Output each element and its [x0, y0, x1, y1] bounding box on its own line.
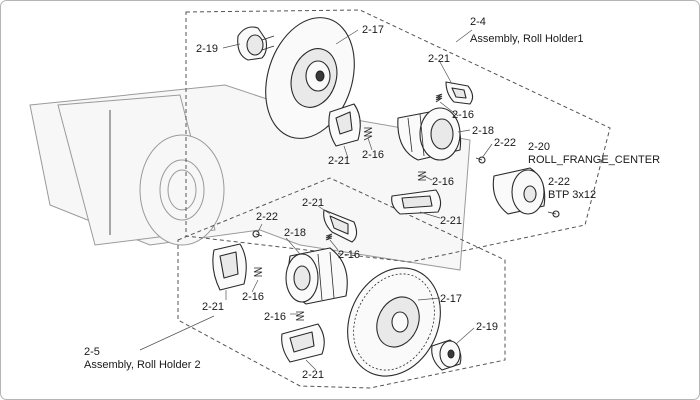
upper-clip-top-label: 2-21	[428, 53, 450, 65]
lower-spring-right-label: 2-16	[338, 249, 360, 261]
upper-leader-lines	[222, 29, 493, 219]
upper-spring-top-label: 2-16	[452, 109, 474, 121]
upper-spring-left-label: 2-16	[362, 149, 384, 161]
upper-assembly-code: 2-4	[470, 16, 486, 28]
lower-screw-label: 2-22	[256, 211, 278, 223]
lower-flange-part	[347, 267, 441, 377]
lower-clip-bottom-label: 2-21	[302, 369, 324, 381]
roll-flange-center-name: ROLL_FRANGE_CENTER	[528, 154, 660, 166]
upper-assembly-name: Assembly, Roll Holder1	[470, 33, 584, 45]
upper-cap-part	[237, 26, 275, 61]
lower-spring-left-label: 2-16	[242, 291, 264, 303]
roll-flange-center-part	[492, 167, 546, 215]
lower-leader-lines	[139, 205, 475, 371]
upper-hub-part	[397, 107, 462, 161]
lower-hub-label: 2-18	[284, 227, 306, 239]
upper-clip-top-part	[445, 81, 474, 105]
roll-flange-center-code: 2-20	[528, 141, 550, 153]
lower-spring-bottom-label: 2-16	[264, 311, 286, 323]
lower-spring-bottom-part	[295, 311, 305, 321]
upper-screw-part	[475, 156, 486, 164]
lower-screw-part	[252, 230, 263, 238]
lower-assembly-code: 2-5	[84, 346, 100, 358]
lower-labels: 2-21 2-22 2-18 2-16 2-21 2-16 2-16 2-21 …	[84, 197, 498, 381]
lower-cap-label: 2-19	[476, 321, 498, 333]
upper-clip-left-label: 2-21	[328, 155, 350, 167]
lower-flange-label: 2-17	[440, 293, 462, 305]
lower-hub-part	[285, 247, 348, 305]
lower-spring-left-part	[253, 267, 263, 277]
upper-cap-label: 2-19	[196, 43, 218, 55]
upper-hub-label: 2-18	[472, 125, 494, 137]
lower-cap-part	[431, 339, 462, 371]
lower-clip-top-part	[323, 209, 358, 243]
btp-name-label: BTP 3x12	[548, 189, 596, 201]
upper-clip-left-part	[328, 103, 361, 147]
upper-assembly-boundary	[185, 9, 611, 263]
upper-spring-top-part	[435, 93, 443, 103]
upper-spring-bottom-part	[417, 171, 427, 181]
upper-clip-bottom-part	[391, 189, 442, 215]
upper-screw-label: 2-22	[494, 137, 516, 149]
upper-flange-label: 2-17	[362, 24, 384, 36]
lower-clip-top-label: 2-21	[302, 197, 324, 209]
btp-screw-part	[547, 210, 560, 218]
upper-flange-part	[265, 17, 355, 139]
lower-clip-bottom-part	[281, 323, 325, 363]
lower-clip-left-label: 2-21	[202, 301, 224, 313]
upper-spring-left-part	[363, 127, 373, 141]
lower-assembly-boundary	[177, 177, 506, 389]
upper-labels: 2-4 Assembly, Roll Holder1 2-19 2-17 2-2…	[196, 16, 660, 227]
upper-clip-bottom-label: 2-21	[440, 215, 462, 227]
lower-clip-left-part	[212, 243, 247, 291]
lower-spring-right-part	[325, 233, 333, 241]
btp-code-label: 2-22	[548, 176, 570, 188]
lower-assembly-name: Assembly, Roll Holder 2	[84, 359, 201, 371]
upper-spring-bottom-label: 2-16	[432, 176, 454, 188]
